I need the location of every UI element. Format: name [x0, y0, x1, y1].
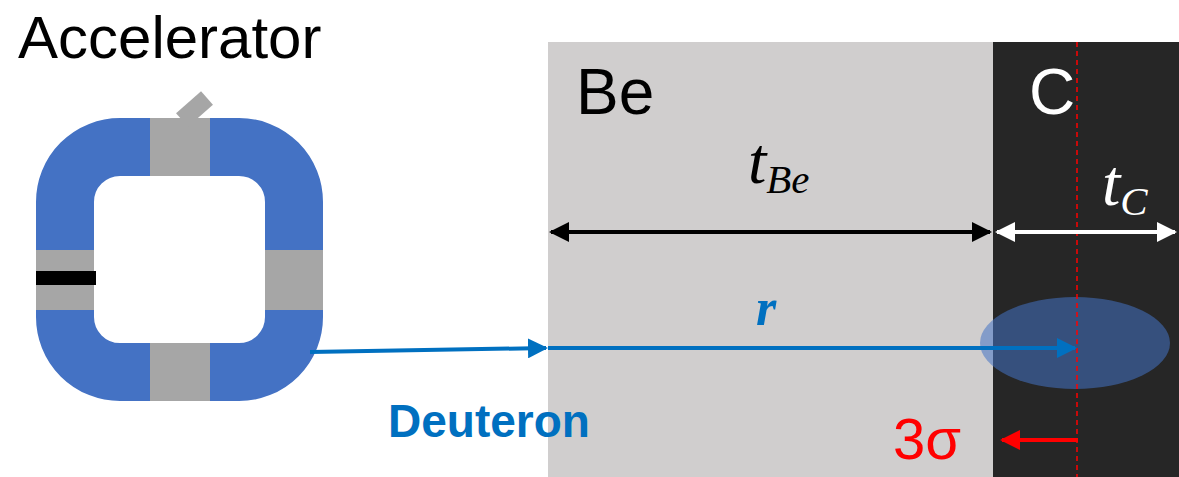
deuteron-beam	[548, 346, 1075, 350]
thickness-label: tC	[1102, 150, 1148, 223]
region-label: Accelerator	[18, 8, 408, 68]
c-region	[993, 42, 1179, 477]
carbon-layer: C	[993, 42, 1179, 142]
thickness-label: tBe	[748, 128, 810, 201]
particle-label: Deuteron	[388, 398, 590, 444]
sigma-label: 3σ	[893, 410, 961, 468]
accelerator-ring	[36, 98, 323, 401]
sigma-arrow	[1002, 438, 1078, 442]
beryllium-layer: Be	[548, 42, 993, 142]
beam-spot	[980, 297, 1170, 389]
accelerator: Accelerator	[18, 4, 408, 84]
region-label: Be	[576, 60, 993, 124]
thickness-dimension	[551, 230, 990, 234]
range-label: r	[756, 282, 776, 334]
be-region	[548, 42, 993, 477]
deuteron-beam	[310, 348, 546, 352]
thickness-dimension	[997, 230, 1175, 234]
region-label: C	[1029, 60, 1179, 124]
range-line	[1076, 42, 1078, 477]
